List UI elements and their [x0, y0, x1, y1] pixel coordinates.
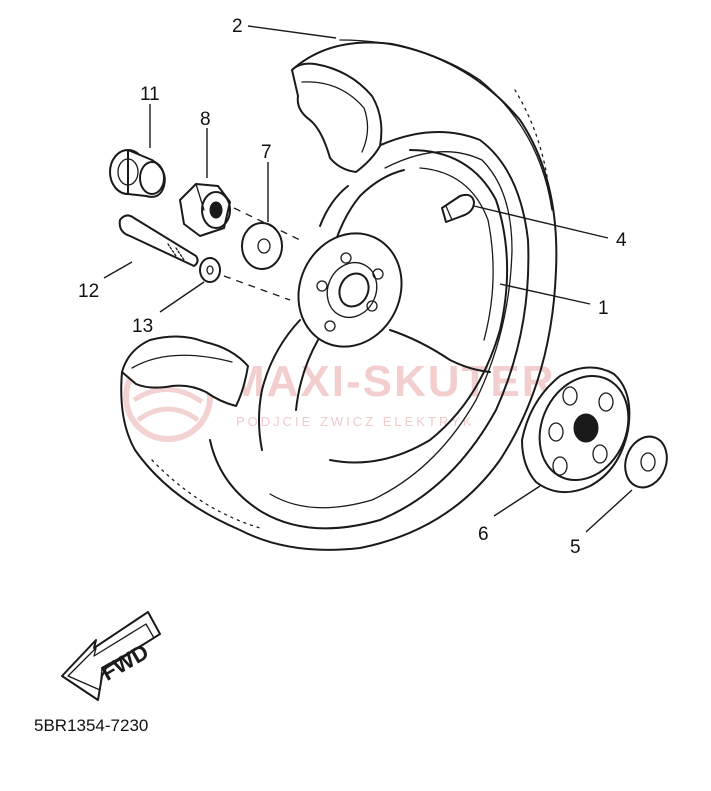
- washer-small: [199, 257, 221, 283]
- washer-large: [241, 222, 283, 270]
- collar: [109, 149, 166, 198]
- valve-stem: [441, 193, 475, 223]
- leader-lines: [103, 25, 633, 533]
- callout-13: 13: [132, 316, 153, 337]
- callouts: 2 11 8 7 4 1 12 13 6 5: [78, 16, 627, 558]
- callout-5: 5: [570, 537, 581, 558]
- fwd-label: FWD: [97, 639, 153, 686]
- callout-6: 6: [478, 524, 489, 545]
- watermark: MAXI-SKUTER PODJCIE ZWICZ ELEKTRYK: [123, 352, 556, 442]
- callout-8: 8: [200, 109, 211, 130]
- watermark-sub-text: PODJCIE ZWICZ ELEKTRYK: [236, 414, 474, 429]
- callout-7: 7: [261, 142, 272, 163]
- bolt: [118, 214, 199, 267]
- axis-lines: [223, 207, 301, 301]
- tire: [120, 39, 558, 551]
- callout-2: 2: [232, 16, 243, 37]
- callout-12: 12: [78, 281, 99, 302]
- reference-code: 5BR1354-7230: [34, 716, 148, 735]
- clutch-hub: [521, 366, 631, 493]
- callout-1: 1: [598, 298, 609, 319]
- forward-arrow: FWD: [61, 611, 161, 701]
- callout-4: 4: [616, 230, 627, 251]
- washer-clutch: [624, 435, 668, 489]
- rim: [258, 149, 509, 464]
- watermark-main-text: MAXI-SKUTER: [228, 357, 556, 406]
- nut: [179, 183, 231, 237]
- callout-11: 11: [140, 84, 160, 105]
